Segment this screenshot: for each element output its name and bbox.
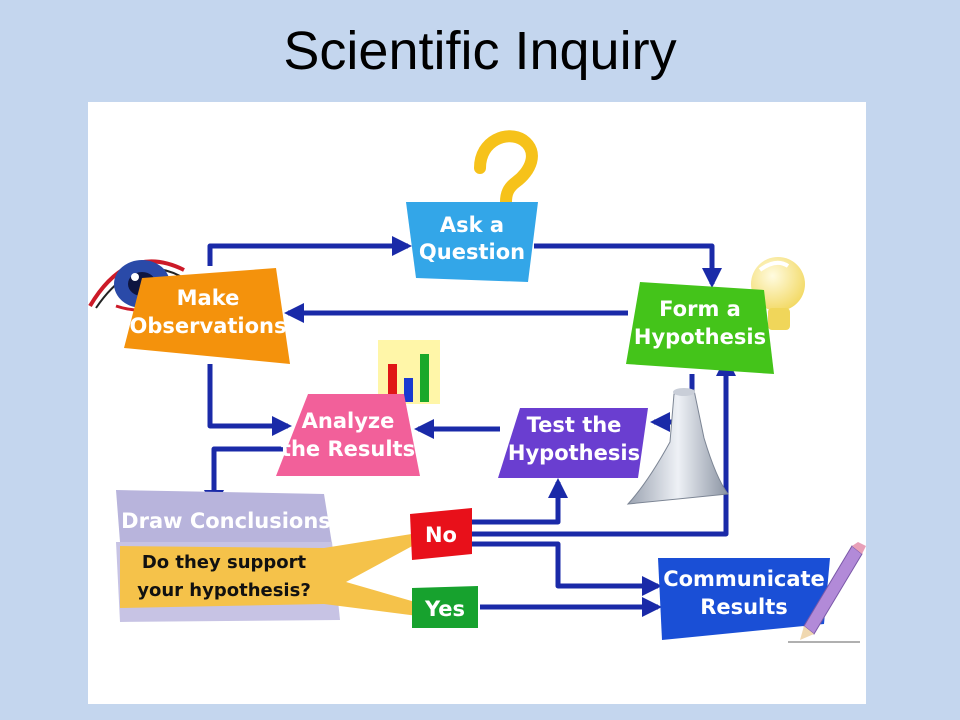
arrow-analyze-to-conclusions [204, 446, 298, 510]
ask-question-box: Ask a Question [406, 202, 538, 282]
arrow-no-to-communicate [472, 541, 662, 596]
draw-conclusions-label: Draw Conclusions [121, 509, 331, 533]
test-hypothesis-line1: Test the [527, 413, 622, 437]
arrow-observations-to-question [207, 236, 412, 266]
diagram-panel: Ask a Question Form a Hypothesis Make Ob… [88, 102, 866, 704]
flask-icon [626, 388, 729, 505]
pencil-icon [788, 542, 866, 643]
conclusion-question-line1: Do they support [142, 552, 307, 573]
make-observations-line1: Make [177, 286, 240, 310]
ask-question-line1: Ask a [440, 213, 504, 237]
test-hypothesis-line2: Hypothesis [508, 441, 640, 465]
arrow-no-to-hypothesis [472, 356, 736, 537]
make-observations-line2: Observations [130, 314, 287, 338]
connectors [204, 236, 736, 617]
form-hypothesis-line2: Hypothesis [634, 325, 766, 349]
form-hypothesis-line1: Form a [659, 297, 741, 321]
scientific-inquiry-flowchart: Ask a Question Form a Hypothesis Make Ob… [88, 130, 866, 643]
communicate-results-line1: Communicate [663, 567, 825, 591]
analyze-results-line2: the Results [281, 437, 415, 461]
form-hypothesis-box: Form a Hypothesis [626, 282, 774, 374]
slide-title: Scientific Inquiry [283, 21, 677, 81]
ask-question-line2: Question [419, 240, 525, 264]
no-box: No [410, 508, 472, 560]
yes-box: Yes [412, 586, 478, 628]
communicate-results-box: Communicate Results [658, 558, 830, 640]
arrow-observations-to-analyze [207, 364, 292, 436]
conclusion-question-arrow: Do they support your hypothesis? [120, 514, 466, 628]
yes-label: Yes [424, 597, 465, 621]
make-observations-box: Make Observations [124, 268, 290, 364]
no-label: No [425, 523, 457, 547]
analyze-results-line1: Analyze [302, 409, 395, 433]
arrow-no-to-test [472, 478, 568, 525]
conclusion-question-line2: your hypothesis? [137, 580, 311, 601]
analyze-results-box: Analyze the Results [276, 394, 420, 476]
bar-chart-icon [378, 340, 440, 404]
arrow-question-to-hypothesis [534, 243, 722, 288]
communicate-results-line2: Results [700, 595, 788, 619]
test-hypothesis-box: Test the Hypothesis [498, 408, 648, 478]
